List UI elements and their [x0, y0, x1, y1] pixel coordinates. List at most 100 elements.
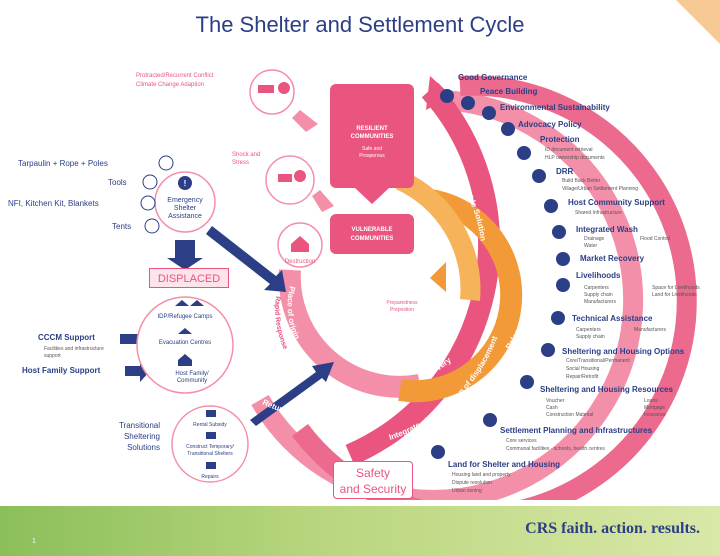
arc-rapid-response: [278, 269, 423, 398]
house-damaged-icon: [291, 236, 309, 252]
rt-technical: Technical Assistance: [572, 314, 653, 323]
right-icons: [431, 89, 570, 459]
rt-live-s4: Space for Livelihoods: [652, 285, 700, 291]
rental-icon: [206, 410, 216, 417]
displaced-label: DISPLACED: [149, 268, 229, 288]
rt-housing-options: Sheltering and Housing Options: [562, 347, 685, 356]
rt-protection-s2: HLP ownership documents: [545, 155, 605, 161]
displaced-camps: IDP/Refugee Camps: [157, 314, 212, 320]
megaphone-icon: [501, 122, 515, 136]
resources-icon: [520, 375, 534, 389]
rt-wash: Integrated Wash: [576, 225, 638, 234]
rt-wash-s2: Water: [584, 243, 597, 249]
resilient-title-1: RESILIENT: [356, 126, 388, 132]
arc-relocate: [345, 82, 500, 466]
footer-bar: 1 CRS faith. action. results.: [0, 506, 720, 556]
recovery-arrowhead: [430, 262, 446, 292]
arc-arrowhead: [426, 76, 452, 110]
rt-live-s2: Supply chain: [584, 292, 613, 298]
water-drop-icon: [552, 225, 566, 239]
displaced-host-1: Host Family/: [175, 371, 209, 377]
rt-drr-s1: Build Back Better: [562, 178, 601, 184]
emergency-3: Assistance: [168, 213, 202, 220]
displaced-circle: [136, 296, 234, 394]
camp-icon-2: [190, 300, 204, 306]
cccm-sub-2: support: [44, 353, 61, 359]
rt-live-s3: Manufacturers: [584, 299, 616, 305]
rt-host-community: Host Community Support: [568, 198, 665, 207]
rt-set-s1: Core services: [506, 438, 537, 444]
note-climate: Climate Change Adaption: [136, 82, 204, 88]
rt-tech-s2: Supply chain: [576, 334, 605, 340]
rt-opt-s2: Social Housing: [566, 366, 600, 372]
rt-environment: Environmental Sustainability: [500, 103, 610, 112]
rt-protection: Protection: [540, 135, 580, 144]
vulnerable-1: VULNERABLE: [351, 227, 392, 233]
rt-governance: Good Governance: [458, 73, 528, 82]
rt-peace: Peace Building: [480, 87, 537, 96]
document-icon: [517, 146, 531, 160]
shock-arrow-1: [292, 110, 318, 132]
page-number: 1: [32, 538, 36, 545]
settlement-icon: [483, 413, 497, 427]
emergency-2: Shelter: [174, 205, 197, 212]
safety-security-box: Safety and Security: [333, 461, 413, 499]
rt-live-s5: Land for Livelihoods: [652, 292, 697, 298]
tools-icon: [142, 174, 158, 190]
displaced-evacuation: Evacuation Centres: [159, 340, 211, 346]
item-tents: Tents: [112, 222, 131, 231]
trans-rental: Rental Subsidy: [193, 422, 227, 428]
rt-market: Market Recovery: [580, 254, 645, 263]
arc-recovery: [398, 189, 523, 403]
kitchen-kit-icon: [140, 195, 156, 211]
rt-res-s6: Insurance: [644, 412, 666, 418]
displaced-host-2: Community: [177, 378, 207, 384]
crs-logo: CRS faith. action. results.: [525, 520, 700, 537]
market-icon: [556, 252, 570, 266]
rt-res-s1: Voucher: [546, 398, 565, 404]
rt-land-s3: Urban zoning: [452, 488, 482, 494]
preparedness-2: Prepostion: [390, 307, 414, 313]
livelihood-icon: [556, 278, 570, 292]
host-support: Host Family Support: [22, 366, 101, 375]
rt-wash-s3: Flood Control: [640, 236, 670, 242]
rt-res-s4: Loans: [644, 398, 658, 404]
cccm-title: CCCM Support: [38, 333, 95, 342]
camp-icon: [175, 300, 189, 306]
land-icon: [431, 445, 445, 459]
rt-res-s5: Mortgage: [644, 405, 665, 411]
rt-protection-s1: ID document retrieval: [545, 147, 593, 153]
item-tools: Tools: [108, 178, 127, 187]
note-shock-1: Shock and: [232, 152, 260, 158]
alert-icon-glyph: !: [184, 179, 187, 188]
vulnerable-2: COMMUNITIES: [351, 236, 394, 242]
tools-assist-icon: [551, 311, 565, 325]
rt-wash-s1: Drainage: [584, 236, 605, 242]
rt-host-s1: Shared Infrastructure: [575, 210, 622, 216]
trans-construct-2: Transitional Shelters: [187, 451, 233, 457]
rt-land-s2: Dispute resolution: [452, 480, 492, 486]
shock-arrow-2: [312, 190, 334, 212]
emergency-1: Emergency: [167, 197, 203, 204]
preparedness-1: Preparedness: [386, 300, 418, 306]
leaf-icon: [482, 106, 496, 120]
note-shock-2: Stress: [232, 160, 249, 166]
construct-icon: [206, 432, 216, 439]
right-labels: Good Governance Peace Building Environme…: [448, 73, 685, 469]
tank-icon: [258, 85, 274, 93]
resilient-to-vulnerable-arrow: [355, 188, 389, 204]
rt-advocacy: Advocacy Policy: [518, 120, 582, 129]
rt-res-s3: Construction Material: [546, 412, 593, 418]
evacuation-icon: [178, 328, 192, 334]
shield-icon: [532, 169, 546, 183]
rt-tech-s3: Manufacturers: [634, 327, 666, 333]
trans-title-3: Solutions: [127, 443, 160, 452]
destruction-label: Destruction: [285, 259, 315, 265]
community-icon: [544, 199, 558, 213]
host-family-icon: [178, 354, 192, 366]
page-title: The Shelter and Settlement Cycle: [195, 12, 525, 37]
rt-drr: DRR: [556, 167, 574, 176]
tarpaulin-icon: [158, 155, 174, 171]
return-arrow: [250, 362, 334, 426]
rt-live-s1: Carpenters: [584, 285, 609, 291]
